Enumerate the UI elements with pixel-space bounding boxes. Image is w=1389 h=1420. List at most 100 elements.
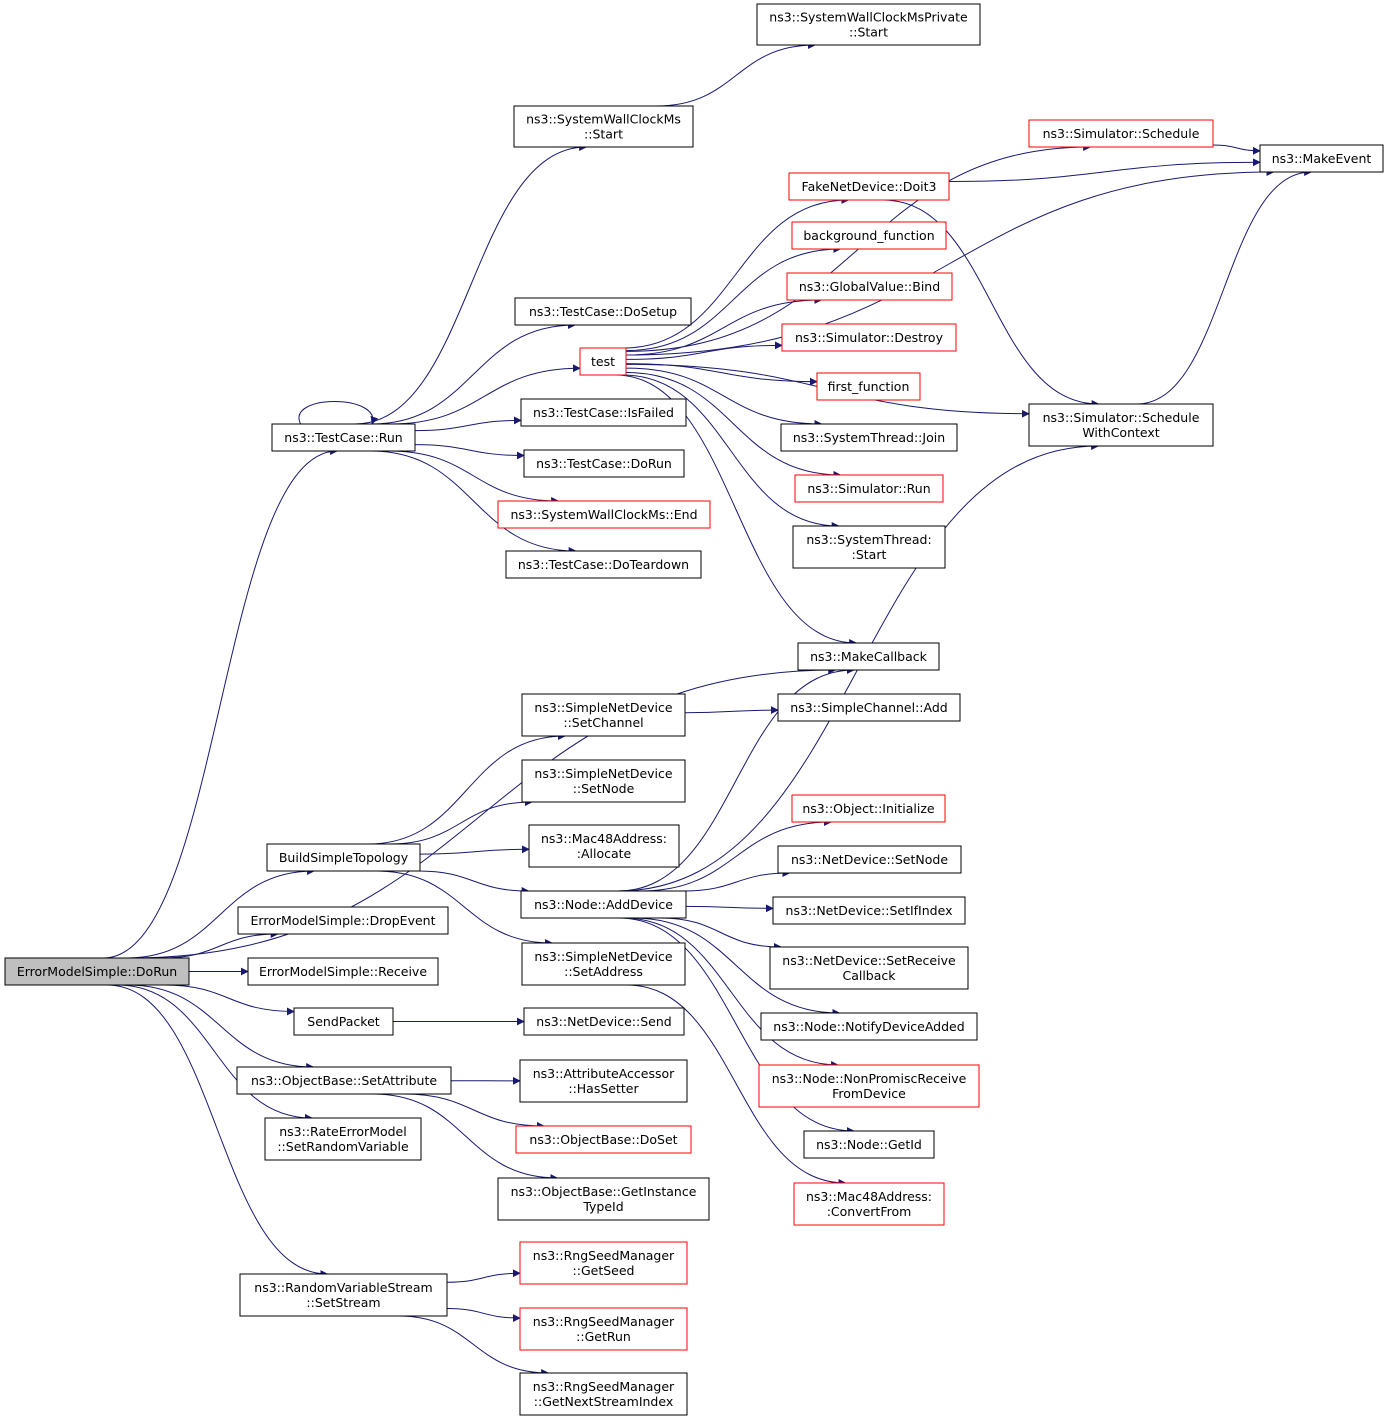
- edge-TestCaseRun-to-SWCEnd: [389, 450, 560, 505]
- edge-BuildSimpleTopology-to-SNDSetAddress: [376, 870, 554, 947]
- node-SNDSetNode[interactable]: ns3::SimpleNetDevice::SetNode: [521, 759, 686, 803]
- edge-test-to-GVBind: [625, 296, 823, 356]
- node-label: ns3::ObjectBase::DoSet: [529, 1132, 677, 1147]
- node-label: ns3::NetDevice::SetIfIndex: [786, 903, 953, 918]
- node-Doit3[interactable]: FakeNetDevice::Doit3: [788, 172, 950, 201]
- node-Receive[interactable]: ErrorModelSimple::Receive: [247, 957, 439, 986]
- node-SNDSetChannel[interactable]: ns3::SimpleNetDevice::SetChannel: [521, 693, 686, 737]
- node-SNDSetAddress[interactable]: ns3::SimpleNetDevice::SetAddress: [521, 942, 686, 986]
- node-label: ns3::Node::GetId: [816, 1137, 922, 1152]
- node-Mac48Allocate[interactable]: ns3::Mac48Address::Allocate: [528, 824, 680, 868]
- node-box: [791, 794, 946, 823]
- node-label: ::SetStream: [306, 1295, 380, 1310]
- node-TestCaseRun[interactable]: ns3::TestCase::Run: [271, 423, 416, 452]
- node-NDSetIfIndex[interactable]: ns3::NetDevice::SetIfIndex: [772, 896, 966, 925]
- node-SimDestroy[interactable]: ns3::Simulator::Destroy: [781, 323, 957, 352]
- node-GetNextStreamIndex[interactable]: ns3::RngSeedManager::GetNextStreamIndex: [519, 1372, 688, 1416]
- node-SetStream[interactable]: ns3::RandomVariableStream::SetStream: [239, 1273, 448, 1317]
- node-label: ns3::AttributeAccessor: [533, 1066, 675, 1081]
- node-box: [1259, 144, 1384, 173]
- node-box: [579, 347, 627, 376]
- node-label: ::SetRandomVariable: [277, 1139, 409, 1154]
- node-NDSetNode[interactable]: ns3::NetDevice::SetNode: [777, 845, 962, 874]
- edge-root-to-SetAttribute: [127, 984, 315, 1071]
- node-root[interactable]: ErrorModelSimple::DoRun: [4, 957, 190, 986]
- edge-TestCaseRun-to-SWCStart: [354, 143, 588, 425]
- node-box: [791, 221, 947, 250]
- node-SimRun[interactable]: ns3::Simulator::Run: [794, 474, 944, 503]
- node-GVBind[interactable]: ns3::GlobalValue::Bind: [786, 272, 953, 301]
- node-DropEvent[interactable]: ErrorModelSimple::DropEvent: [237, 906, 449, 935]
- node-test[interactable]: test: [579, 347, 627, 376]
- edge-SetAttribute-to-DoSet: [403, 1093, 545, 1130]
- node-Mac48ConvertFrom[interactable]: ns3::Mac48Address::ConvertFrom: [793, 1182, 945, 1226]
- node-label: FromDevice: [832, 1086, 906, 1101]
- node-box: [271, 423, 416, 452]
- node-label: TypeId: [582, 1199, 623, 1214]
- edge-test-to-STStart: [622, 374, 840, 530]
- node-box: [780, 423, 958, 452]
- node-label: ns3::GlobalValue::Bind: [799, 279, 940, 294]
- node-GetRun[interactable]: ns3::RngSeedManager::GetRun: [519, 1307, 688, 1351]
- node-ObjInit[interactable]: ns3::Object::Initialize: [791, 794, 946, 823]
- node-NotifyAdded[interactable]: ns3::Node::NotifyDeviceAdded: [760, 1012, 978, 1041]
- node-label: ns3::SystemWallClockMsPrivate: [769, 10, 968, 25]
- node-NodeAddDevice[interactable]: ns3::Node::AddDevice: [520, 890, 687, 919]
- edge-root-to-SetRandomVariable: [116, 984, 313, 1122]
- node-DoSetup[interactable]: ns3::TestCase::DoSetup: [514, 297, 692, 326]
- node-NodeGetId[interactable]: ns3::Node::GetId: [803, 1130, 935, 1159]
- node-MakeCallback[interactable]: ns3::MakeCallback: [797, 642, 940, 671]
- node-first[interactable]: first_function: [816, 372, 921, 401]
- node-STStart[interactable]: ns3::SystemThread::Start: [792, 525, 946, 569]
- node-label: ns3::Simulator::Schedule: [1043, 126, 1200, 141]
- node-label: ns3::TestCase::DoSetup: [529, 304, 677, 319]
- edge-test-to-first: [625, 363, 818, 386]
- edge-TestCaseRun-to-IsFailed: [414, 416, 522, 432]
- node-GetSeed[interactable]: ns3::RngSeedManager::GetSeed: [519, 1241, 688, 1285]
- edge-test-to-MakeCallback: [615, 374, 858, 647]
- node-box: [794, 474, 944, 503]
- node-HasSetter[interactable]: ns3::AttributeAccessor::HasSetter: [519, 1059, 688, 1103]
- edge-SimSchedule-to-MakeEvent: [1212, 144, 1261, 155]
- node-box: [769, 946, 969, 990]
- node-SetRandomVariable[interactable]: ns3::RateErrorModel::SetRandomVariable: [264, 1117, 422, 1161]
- node-label: test: [591, 354, 615, 369]
- node-label: ns3::RateErrorModel: [279, 1124, 406, 1139]
- node-label: WithContext: [1082, 425, 1159, 440]
- node-background[interactable]: background_function: [791, 221, 947, 250]
- edge-NodeAddDevice-to-NDSetIfIndex: [685, 904, 774, 913]
- node-SendPacket[interactable]: SendPacket: [293, 1007, 394, 1036]
- node-label: ns3::Mac48Address:: [541, 831, 667, 846]
- node-label: ns3::NetDevice::Send: [536, 1014, 671, 1029]
- node-DoSet[interactable]: ns3::ObjectBase::DoSet: [515, 1125, 692, 1154]
- edge-SetStream-to-GetRun: [446, 1308, 521, 1323]
- edge-test-to-Doit3: [623, 196, 850, 349]
- node-TCDoRun[interactable]: ns3::TestCase::DoRun: [523, 449, 685, 478]
- node-DoTeardown[interactable]: ns3::TestCase::DoTeardown: [505, 550, 702, 579]
- node-STJoin[interactable]: ns3::SystemThread::Join: [780, 423, 958, 452]
- edge-BuildSimpleTopology-to-Mac48Allocate: [419, 845, 530, 855]
- node-box: [777, 693, 961, 722]
- edge-root-to-SetStream: [107, 984, 329, 1278]
- edge-test-to-MakeEvent: [625, 168, 1275, 356]
- node-SetAttribute[interactable]: ns3::ObjectBase::SetAttribute: [236, 1066, 452, 1095]
- node-IsFailed[interactable]: ns3::TestCase::IsFailed: [520, 398, 687, 427]
- node-SimSchedule[interactable]: ns3::Simulator::Schedule: [1028, 119, 1214, 148]
- edge-Doit3-to-SchedCtx: [883, 199, 1100, 408]
- node-label: ns3::SimpleNetDevice: [534, 700, 672, 715]
- edge-SetStream-to-GetSeed: [446, 1269, 521, 1283]
- node-SWCStart[interactable]: ns3::SystemWallClockMs::Start: [513, 105, 694, 148]
- node-box: [293, 1007, 394, 1036]
- node-SWCEnd[interactable]: ns3::SystemWallClockMs::End: [497, 500, 711, 529]
- edge-TestCaseRun-to-DoSetup: [371, 321, 576, 425]
- node-BuildSimpleTopology[interactable]: BuildSimpleTopology: [266, 843, 421, 872]
- node-box: [772, 896, 966, 925]
- node-MakeEvent[interactable]: ns3::MakeEvent: [1259, 144, 1384, 173]
- node-SCAdd[interactable]: ns3::SimpleChannel::Add: [777, 693, 961, 722]
- node-NDSend[interactable]: ns3::NetDevice::Send: [523, 1007, 685, 1036]
- node-SWCPrivStart[interactable]: ns3::SystemWallClockMsPrivate::Start: [756, 3, 981, 46]
